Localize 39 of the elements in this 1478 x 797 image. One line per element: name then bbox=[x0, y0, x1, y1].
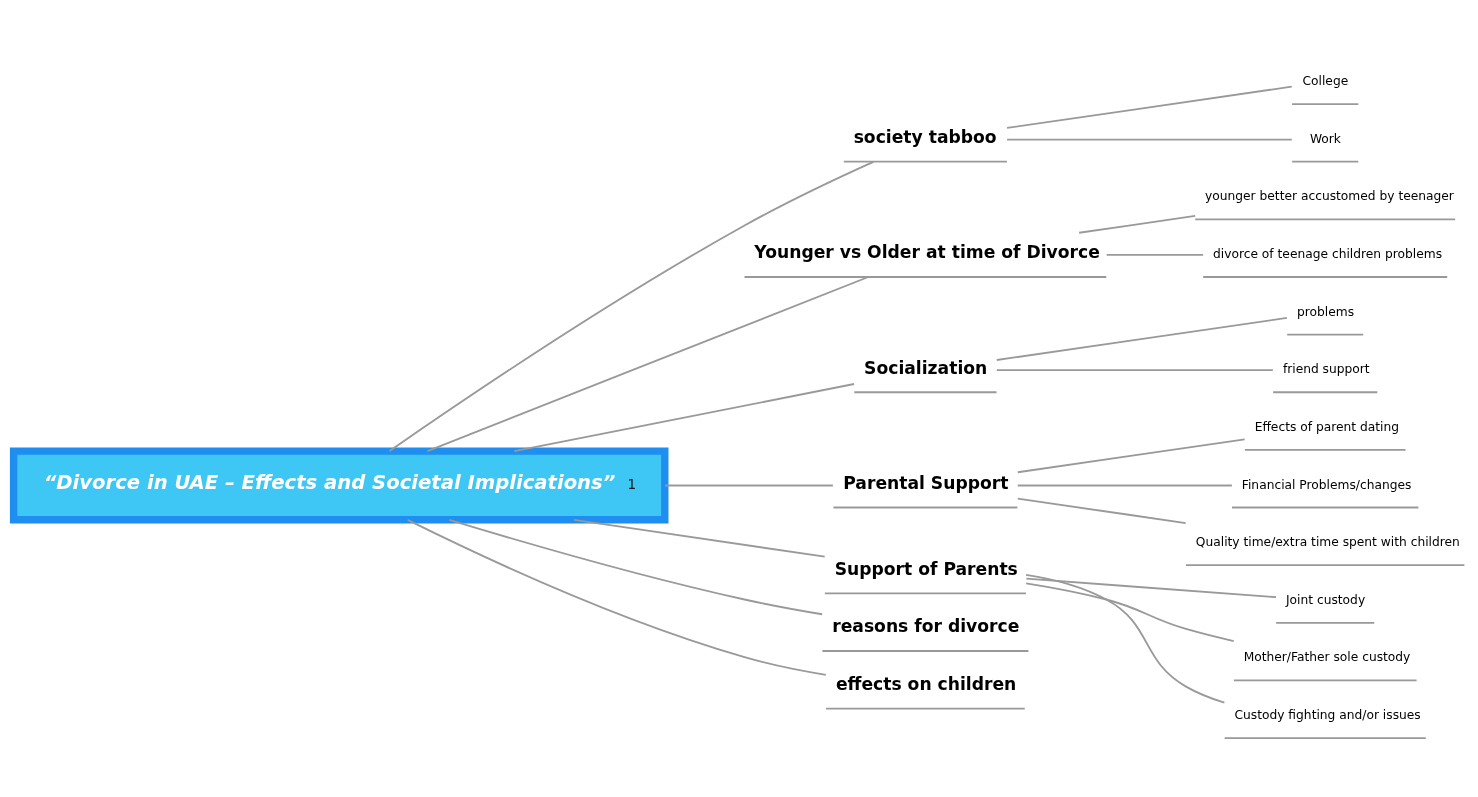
node-text: Mother/Father sole custody bbox=[1243, 649, 1411, 664]
node-text: College bbox=[1302, 73, 1349, 88]
connector bbox=[573, 518, 826, 558]
connector bbox=[1078, 214, 1197, 234]
connector bbox=[448, 518, 824, 615]
connector bbox=[426, 275, 870, 452]
connector bbox=[664, 484, 834, 486]
connector bbox=[388, 160, 875, 452]
connector bbox=[1105, 253, 1205, 256]
connector bbox=[995, 368, 1274, 371]
connector bbox=[995, 316, 1288, 361]
connector bbox=[406, 518, 827, 676]
node-text: Support of Parents bbox=[834, 558, 1018, 579]
node-text: Younger vs Older at time of Divorce bbox=[754, 241, 1100, 262]
connector bbox=[1025, 573, 1226, 703]
connector bbox=[1016, 437, 1246, 473]
node-text: Joint custody bbox=[1285, 592, 1366, 607]
connector bbox=[1016, 484, 1233, 486]
node-text: younger better accustomed by teenager bbox=[1205, 188, 1454, 203]
connector bbox=[1006, 85, 1293, 129]
node-text: Socialization bbox=[864, 356, 988, 377]
connector bbox=[513, 382, 855, 452]
node-text: divorce of teenage children problems bbox=[1213, 246, 1443, 261]
node-text: Effects of parent dating bbox=[1254, 419, 1400, 434]
node-text: friend support bbox=[1282, 361, 1370, 376]
node-text: Financial Problems/changes bbox=[1241, 477, 1412, 492]
node-text: Quality time/extra time spent with children bbox=[1195, 534, 1460, 549]
node-text: effects on children bbox=[835, 673, 1017, 694]
node-text: problems bbox=[1297, 304, 1355, 319]
connector bbox=[1025, 577, 1277, 598]
node-text: reasons for divorce bbox=[832, 615, 1020, 636]
connector bbox=[1025, 581, 1235, 642]
node-text: Parental Support bbox=[843, 472, 1009, 493]
node-text: Custody fighting and/or issues bbox=[1234, 707, 1421, 722]
connector bbox=[1016, 497, 1187, 524]
connector bbox=[1006, 138, 1293, 141]
node-box: “Divorce in UAE – Effects and Societal Implications” 1 bbox=[9, 446, 669, 523]
node-text: Work bbox=[1309, 131, 1341, 146]
node-text: society tabboo bbox=[853, 126, 997, 147]
